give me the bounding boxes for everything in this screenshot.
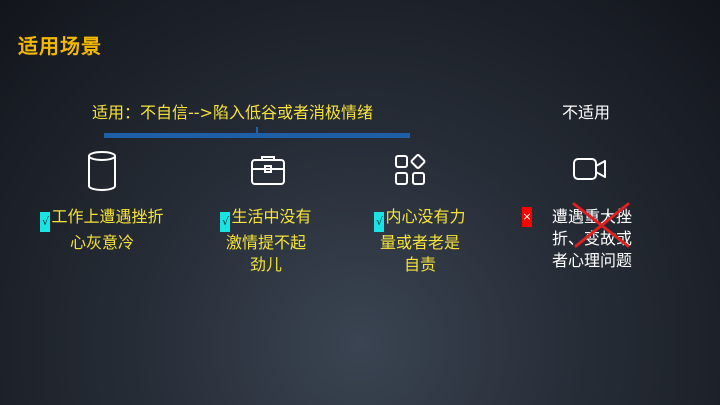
item-line: 生活中没有 — [231, 207, 312, 226]
slide-title: 适用场景 — [18, 34, 102, 58]
applicable-bracket — [104, 133, 410, 138]
item-line: 激情提不起 — [225, 233, 306, 252]
red-cross-strike-icon — [572, 202, 630, 248]
item-line: 量或者老是 — [379, 233, 460, 252]
item-self-blame: √内心没有力 量或者老是 自责 — [345, 206, 495, 276]
item-line: 劲儿 — [249, 255, 282, 274]
check-mark-icon: √ — [220, 212, 231, 232]
video-camera-icon — [573, 158, 606, 180]
item-line: 心灰意冷 — [69, 233, 134, 252]
not-applicable-label: 不适用 — [562, 103, 611, 122]
check-mark-icon: √ — [40, 212, 51, 232]
item-line: 工作上遭遇挫折 — [51, 207, 164, 226]
applicable-label: 适用：不自信-->陷入低谷或者消极情绪 — [92, 103, 373, 122]
item-line: 者心理问题 — [551, 251, 632, 270]
cylinder-icon — [88, 151, 116, 191]
briefcase-icon — [251, 156, 285, 185]
cross-mark-icon: × — [522, 207, 532, 227]
apps-grid-icon — [395, 154, 426, 185]
item-work-setback: √工作上遭遇挫折 心灰意冷 — [27, 206, 177, 254]
check-mark-icon: √ — [374, 212, 385, 232]
item-line: 内心没有力 — [385, 207, 466, 226]
item-line: 自责 — [403, 255, 436, 274]
item-no-passion: √生活中没有 激情提不起 劲儿 — [191, 206, 341, 276]
applicable-bracket-tick — [256, 127, 258, 133]
